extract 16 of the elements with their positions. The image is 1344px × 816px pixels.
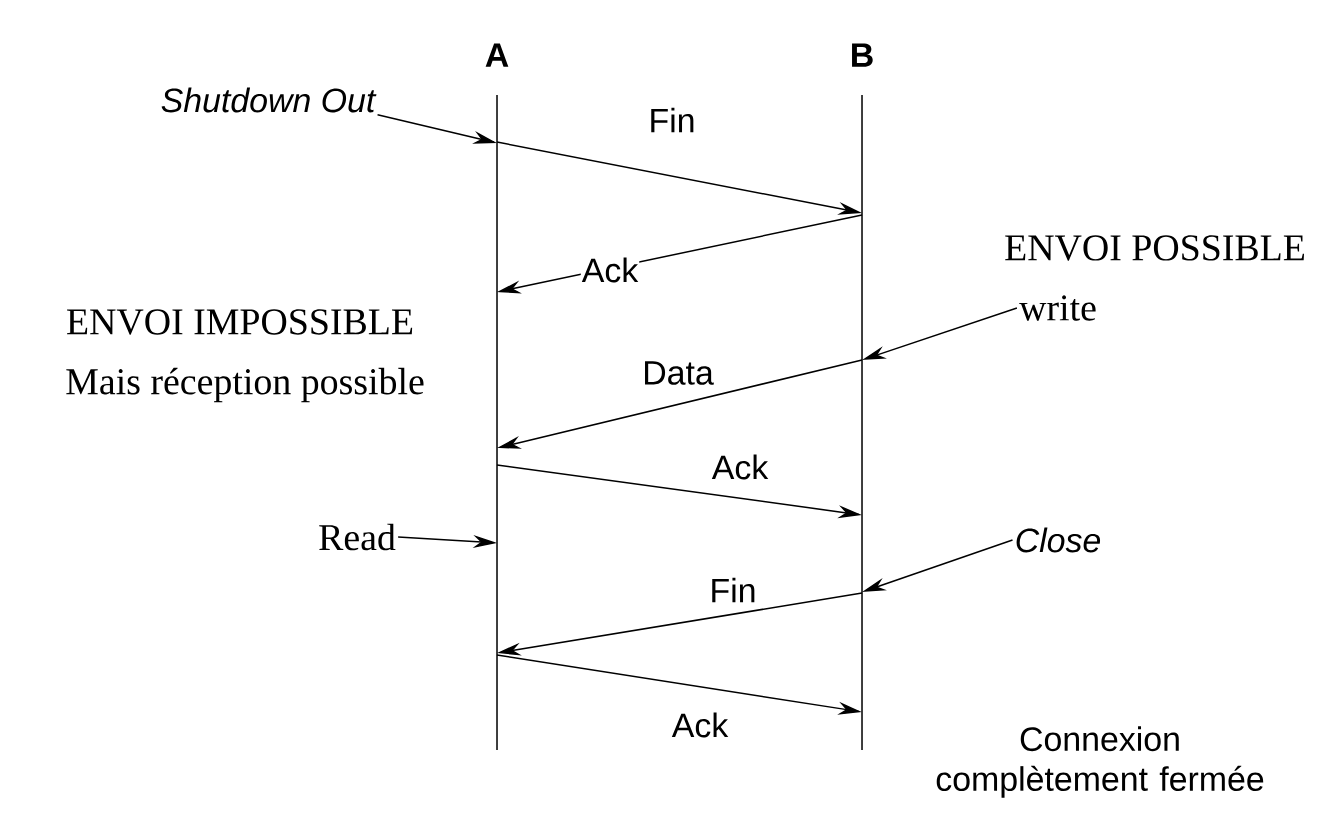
note-text: Connexion complètement fermée [936, 726, 1264, 798]
edge-label: Fin [647, 106, 697, 134]
note-text: ENVOI POSSIBLE [1005, 235, 1304, 261]
lifeline: B [852, 43, 873, 751]
edge-label: Data [641, 360, 715, 386]
lifeline: A [485, 43, 509, 751]
note-text: ENVOI IMPOSSIBLE [67, 309, 413, 335]
edge-label: Ack [670, 711, 730, 739]
edge-label: Ack [580, 256, 640, 284]
note-text: Mais réception possible [66, 367, 424, 403]
annotation-text: Close [1016, 527, 1101, 553]
edge-label: Ack [710, 453, 770, 481]
annotation-text: Shutdown Out [161, 87, 377, 113]
edge-label: Fin [708, 576, 758, 604]
annotation-text: Read [319, 523, 396, 551]
annotation-text: write [1019, 295, 1096, 321]
